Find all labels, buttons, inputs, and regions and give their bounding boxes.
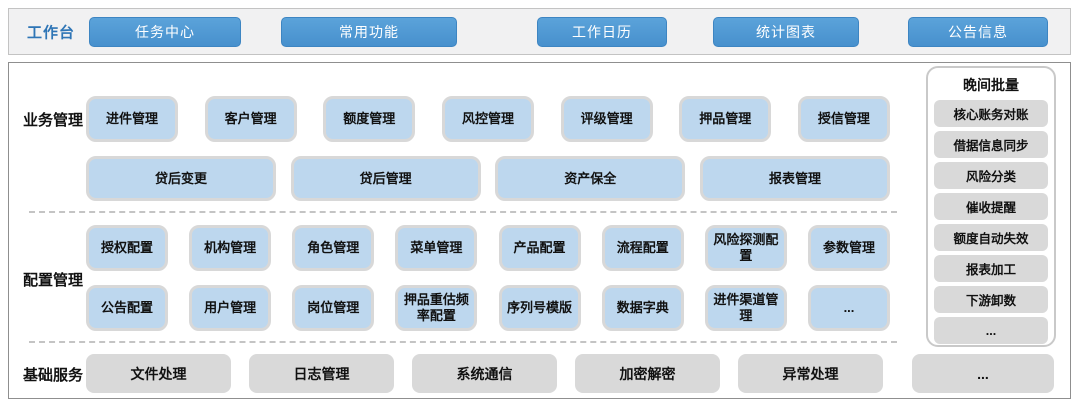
business-module[interactable]: 风控管理 — [441, 96, 534, 142]
config-module[interactable]: 风险探测配置 — [704, 225, 787, 271]
workbench-button-group: 任务中心 常用功能 工作日历 统计图表 公告信息 — [9, 9, 1070, 54]
business-module[interactable]: 客户管理 — [204, 96, 297, 142]
config-module[interactable]: 公告配置 — [86, 285, 168, 331]
business-modules-row2: 贷后变更贷后管理资产保全报表管理 — [86, 156, 890, 201]
modules-panel: 业务管理 配置管理 基础服务 进件管理客户管理额度管理风控管理评级管理押品管理授… — [8, 62, 1071, 399]
config-module[interactable]: 机构管理 — [189, 225, 272, 271]
config-module[interactable]: 授权配置 — [86, 225, 168, 271]
config-module[interactable]: 用户管理 — [189, 285, 272, 331]
business-module[interactable]: 额度管理 — [323, 96, 416, 142]
base-service[interactable]: 系统通信 — [412, 354, 557, 393]
night-batch-panel: 晚间批量 核心账务对账借据信息同步风险分类催收提醒额度自动失效报表加工下游卸数.… — [926, 66, 1056, 347]
config-module[interactable]: 产品配置 — [498, 225, 581, 271]
config-modules-row1: 授权配置机构管理角色管理菜单管理产品配置流程配置风险探测配置参数管理 — [86, 225, 890, 271]
config-module[interactable]: 进件渠道管理 — [704, 285, 787, 331]
section-label-base: 基础服务 — [23, 367, 84, 384]
workbench-button[interactable]: 常用功能 — [281, 17, 457, 47]
business-modules-row1: 进件管理客户管理额度管理风控管理评级管理押品管理授信管理 — [86, 96, 890, 142]
base-service[interactable]: 异常处理 — [738, 354, 883, 393]
config-module[interactable]: 流程配置 — [601, 225, 684, 271]
batch-job[interactable]: 核心账务对账 — [934, 100, 1048, 127]
section-divider — [29, 211, 897, 213]
business-module[interactable]: 押品管理 — [679, 96, 772, 142]
config-modules-row2: 公告配置用户管理岗位管理押品重估频率配置序列号模版数据字典进件渠道管理... — [86, 285, 890, 331]
section-label-config: 配置管理 — [23, 272, 84, 289]
workbench-label: 工作台 — [27, 24, 76, 41]
config-module[interactable]: 参数管理 — [807, 225, 890, 271]
config-module[interactable]: 序列号模版 — [498, 285, 581, 331]
batch-job[interactable]: 风险分类 — [934, 162, 1048, 189]
section-label-business: 业务管理 — [23, 112, 84, 129]
business-module[interactable]: 报表管理 — [699, 156, 890, 201]
night-batch-title: 晚间批量 — [963, 77, 1019, 93]
base-service[interactable]: 加密解密 — [575, 354, 720, 393]
batch-job[interactable]: ... — [934, 317, 1048, 344]
batch-job[interactable]: 下游卸数 — [934, 286, 1048, 313]
workbench-button[interactable]: 任务中心 — [89, 17, 241, 47]
base-service-more[interactable]: ... — [912, 354, 1054, 393]
batch-job[interactable]: 催收提醒 — [934, 193, 1048, 220]
batch-job[interactable]: 额度自动失效 — [934, 224, 1048, 251]
config-module[interactable]: 菜单管理 — [395, 225, 478, 271]
workbench-button[interactable]: 工作日历 — [537, 17, 667, 47]
base-services-row: 文件处理日志管理系统通信加密解密异常处理 — [86, 354, 883, 393]
base-service[interactable]: 文件处理 — [86, 354, 231, 393]
base-service[interactable]: 日志管理 — [249, 354, 394, 393]
night-batch-items: 核心账务对账借据信息同步风险分类催收提醒额度自动失效报表加工下游卸数... — [934, 100, 1048, 344]
batch-job[interactable]: 借据信息同步 — [934, 131, 1048, 158]
config-module[interactable]: 角色管理 — [292, 225, 375, 271]
config-module[interactable]: 岗位管理 — [292, 285, 375, 331]
config-module[interactable]: ... — [807, 285, 890, 331]
business-module[interactable]: 贷后变更 — [86, 156, 276, 201]
config-module[interactable]: 数据字典 — [601, 285, 684, 331]
business-module[interactable]: 进件管理 — [86, 96, 178, 142]
workbench-bar: 工作台 任务中心 常用功能 工作日历 统计图表 公告信息 — [8, 8, 1071, 55]
config-module[interactable]: 押品重估频率配置 — [395, 285, 478, 331]
batch-job[interactable]: 报表加工 — [934, 255, 1048, 282]
section-divider — [29, 341, 897, 343]
business-module[interactable]: 授信管理 — [797, 96, 890, 142]
business-module[interactable]: 贷后管理 — [290, 156, 481, 201]
workbench-button[interactable]: 统计图表 — [713, 17, 859, 47]
business-module[interactable]: 资产保全 — [495, 156, 686, 201]
business-module[interactable]: 评级管理 — [560, 96, 653, 142]
workbench-button[interactable]: 公告信息 — [908, 17, 1048, 47]
